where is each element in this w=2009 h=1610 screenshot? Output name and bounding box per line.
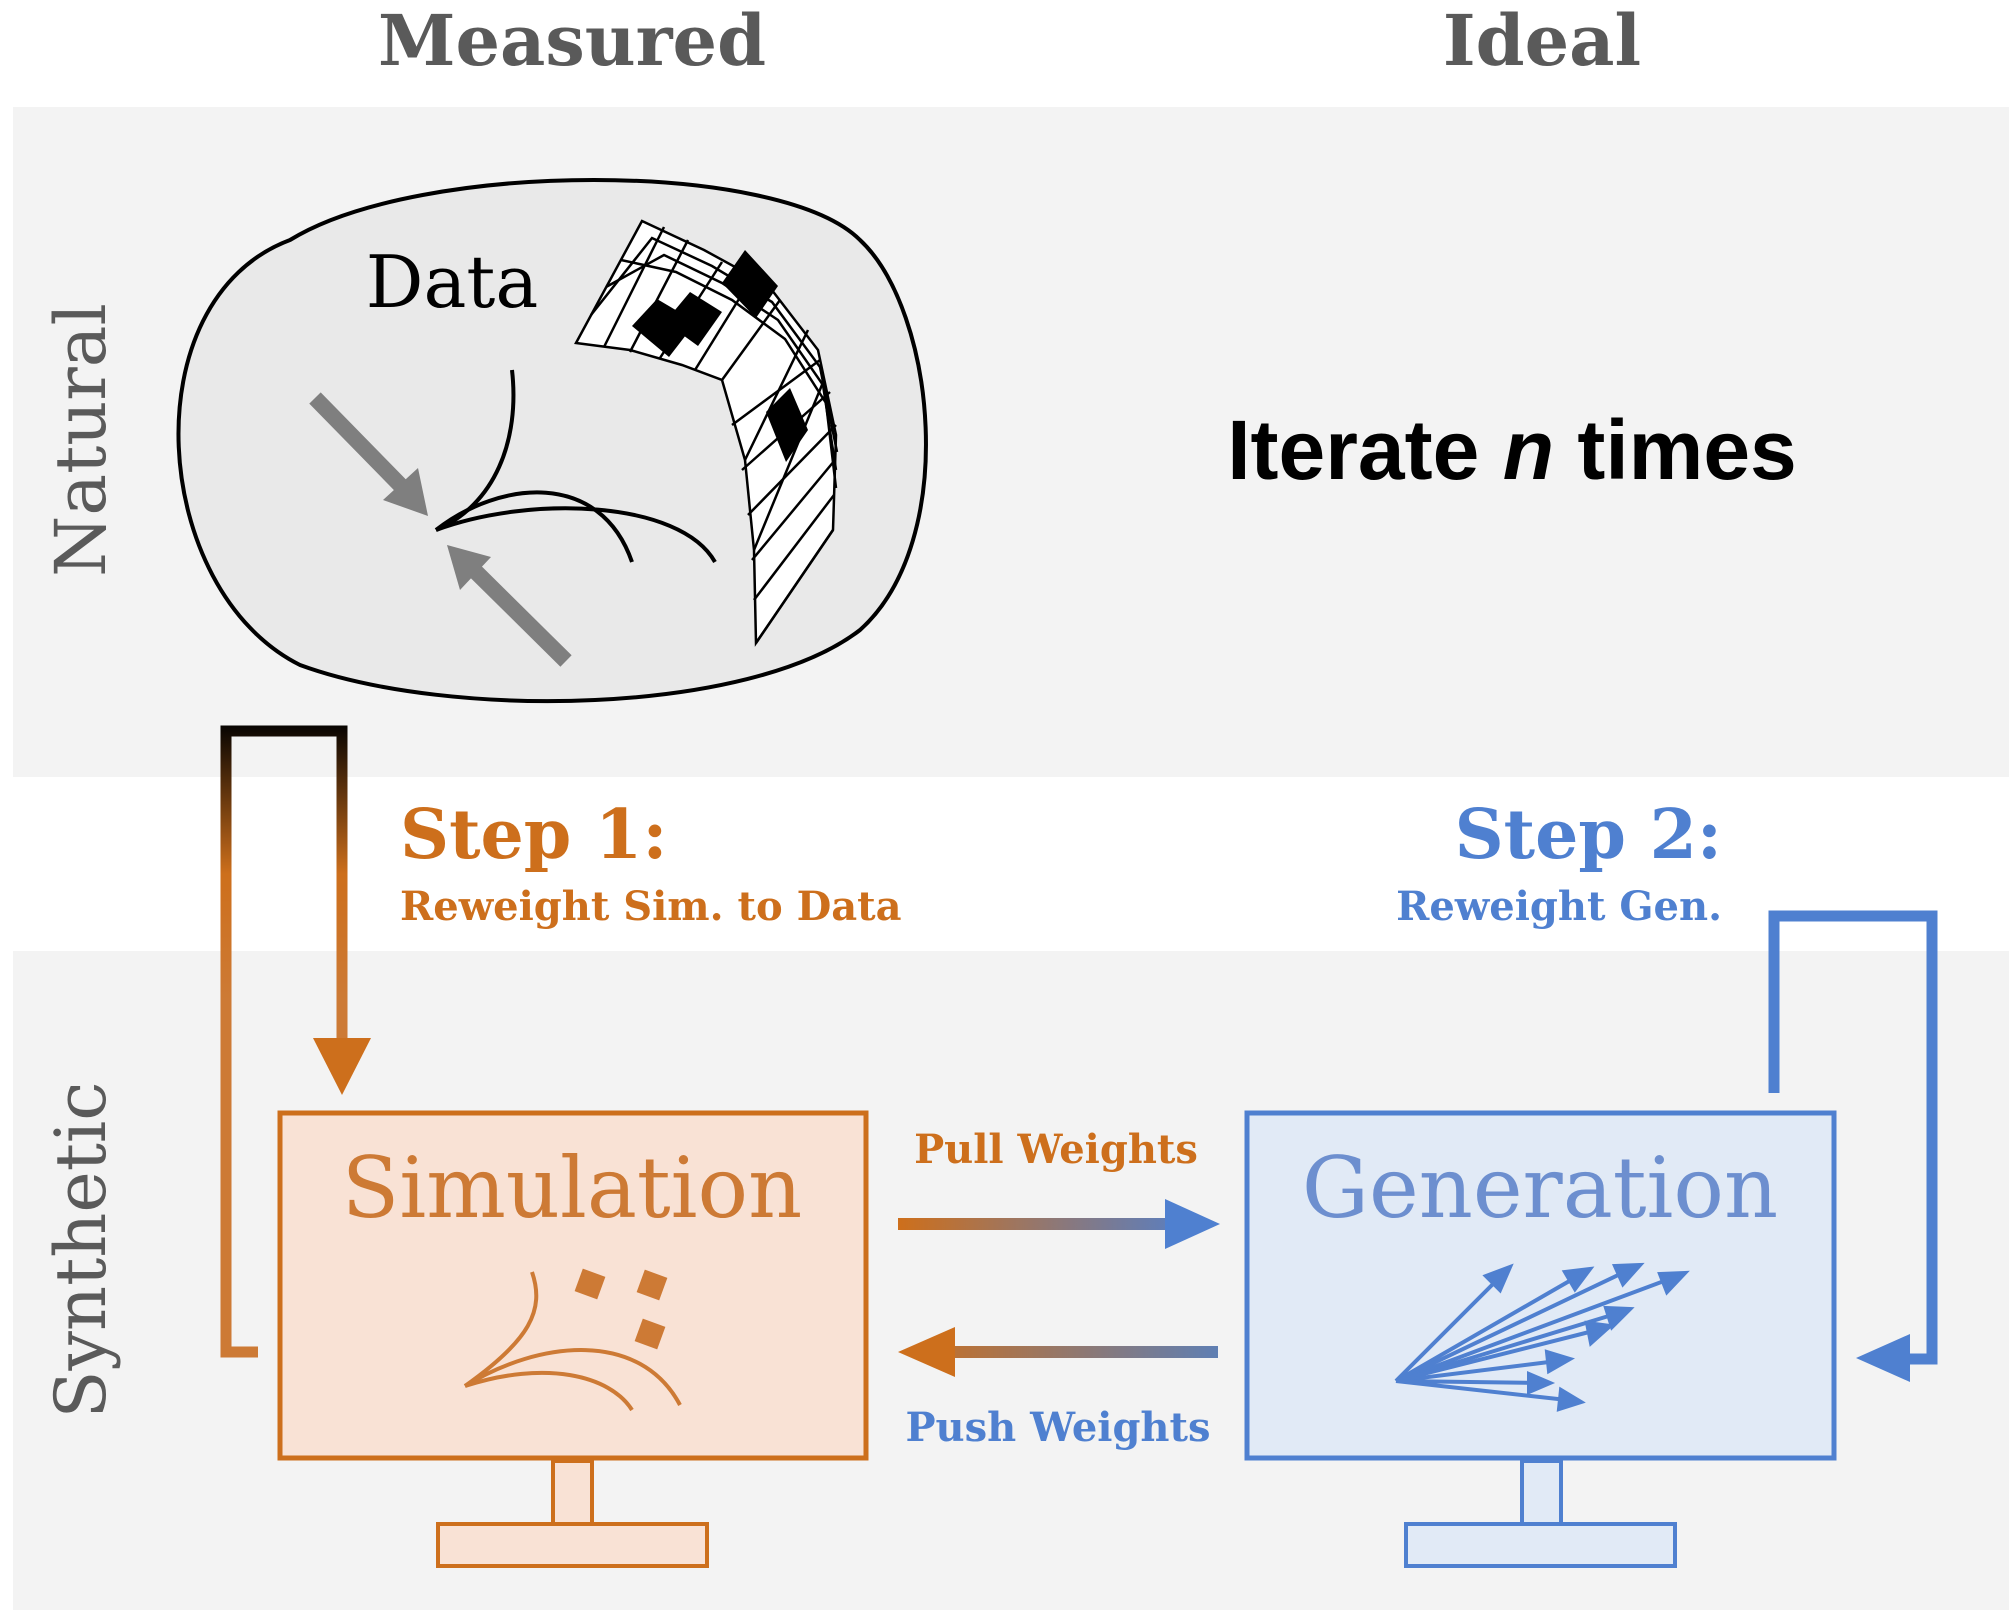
simulation-screen — [277, 1110, 869, 1461]
row-label-synthetic: Synthetic — [40, 1082, 122, 1419]
generation-screen — [1244, 1110, 1837, 1461]
generation-monitor-stand — [1520, 1459, 1563, 1526]
detector-hit-cell — [665, 292, 722, 346]
step1-title: Step 1: — [400, 795, 667, 875]
step2-subtitle: Reweight Gen. — [1396, 883, 1722, 930]
simulation-hit — [636, 1269, 668, 1301]
simulation-monitor: Simulation — [277, 1110, 869, 1568]
push-weights-arrow — [898, 1327, 1218, 1377]
beam-arrow-head — [383, 468, 428, 516]
step2-arrow — [1768, 910, 1938, 1382]
detector-hit-cell — [722, 250, 778, 318]
data-detector: Data — [176, 178, 928, 704]
simulation-tracks — [463, 1271, 682, 1412]
data-label: Data — [366, 240, 539, 324]
beam-arrows — [309, 392, 572, 667]
column-header-measured: Measured — [378, 0, 766, 82]
iterate-label: Iterate n times — [1227, 403, 1797, 497]
row-label-natural: Natural — [40, 303, 122, 577]
detector-hit-cell — [766, 388, 808, 462]
column-header-ideal: Ideal — [1443, 0, 1641, 82]
generation-monitor: Generation — [1244, 1110, 1837, 1568]
simulation-label: Simulation — [342, 1139, 802, 1237]
beam-arrow-head — [447, 545, 491, 590]
pull-weights-arrow — [898, 1199, 1220, 1249]
step1-arrow-head — [313, 1038, 371, 1095]
pull-weights-arrow-head — [1165, 1199, 1220, 1249]
collision-tracks — [434, 369, 717, 563]
step1-arrow — [220, 725, 371, 1358]
step2-arrow-head — [1856, 1334, 1910, 1382]
pull-weights-label: Pull Weights — [914, 1126, 1198, 1173]
push-weights-label: Push Weights — [905, 1404, 1210, 1451]
simulation-monitor-base — [436, 1522, 709, 1568]
step1-subtitle: Reweight Sim. to Data — [400, 883, 902, 930]
simulation-hit — [574, 1268, 606, 1300]
simulation-monitor-stand — [551, 1459, 594, 1526]
simulation-hit — [634, 1318, 666, 1350]
generation-momentum-vectors — [1394, 1262, 1690, 1412]
step2-title: Step 2: — [1455, 795, 1722, 875]
generation-monitor-base — [1404, 1522, 1677, 1568]
generation-label: Generation — [1302, 1139, 1778, 1237]
push-weights-arrow-head — [898, 1327, 955, 1377]
